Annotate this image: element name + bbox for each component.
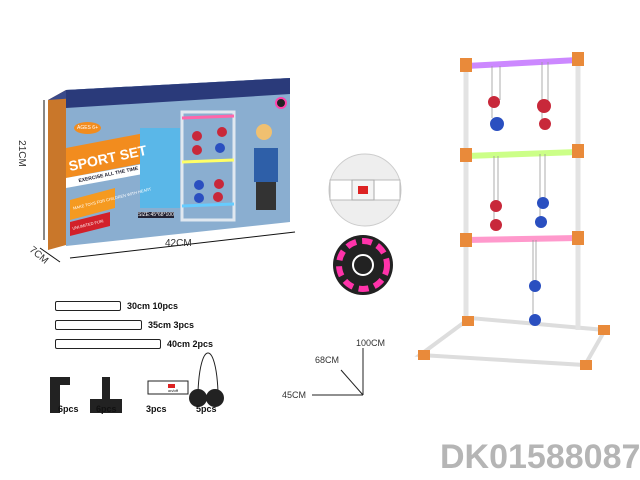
switch-label: on/off <box>168 388 178 393</box>
width-label: 45CM <box>282 390 307 400</box>
assembled-dimension-arrows <box>312 348 364 396</box>
box-dimension-arrows <box>39 100 296 263</box>
part-label: 5pcs <box>196 404 217 414</box>
ladder-toss-game <box>414 52 610 370</box>
part-label: 3pcs <box>146 404 167 414</box>
rod-35cm <box>55 320 142 330</box>
part-label: 30cm 10pcs <box>127 301 179 311</box>
height-label: 100CM <box>356 338 386 348</box>
part-label: 40cm 2pcs <box>167 339 214 349</box>
part-label: 6pcs <box>58 404 79 414</box>
part-label: 35cm 3pcs <box>148 320 195 330</box>
light-bulb-icon <box>333 235 393 295</box>
packaging-box <box>48 78 290 250</box>
ages-badge: AGES 6+ <box>74 122 101 134</box>
part-label: 6pcs <box>96 404 117 414</box>
connector-closeup <box>328 153 402 227</box>
box-height-label: 21CM <box>15 140 27 167</box>
box-size-note: SIZE:45*68*100 <box>138 212 174 218</box>
rod-30cm <box>55 301 121 311</box>
box-width-label: 42CM <box>165 238 192 249</box>
product-code: DK01588087 <box>440 438 640 476</box>
depth-label: 68CM <box>315 355 340 365</box>
rod-40cm <box>55 339 161 349</box>
